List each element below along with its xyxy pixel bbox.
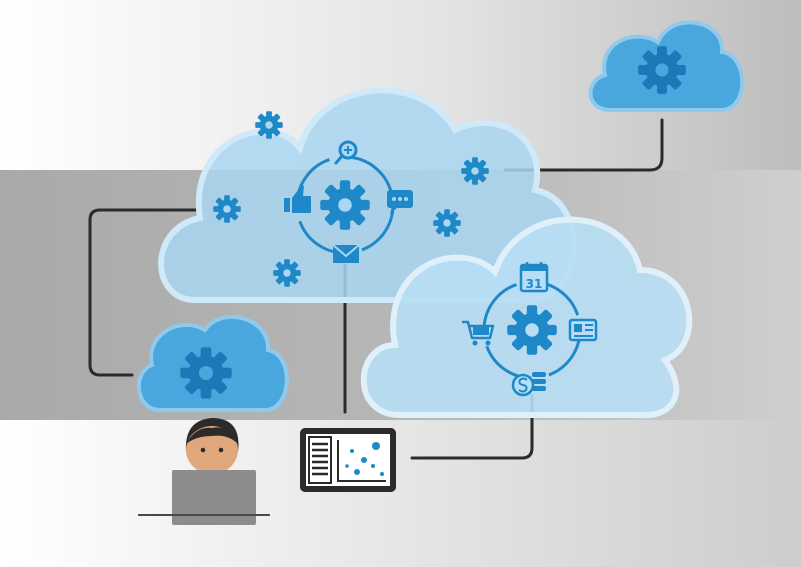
connector-bottom [410,393,534,460]
central-cloud [158,87,577,303]
services-cloud-icons: 31 [462,262,598,397]
calendar-icon: 31 [519,262,549,293]
user-face [186,426,238,474]
zoom-in-icon [334,140,358,165]
gear-icon [180,347,232,399]
calendar-day: 31 [526,277,543,291]
laptop-icon [138,470,270,525]
laptop-lid [172,470,256,525]
chat-bubble-icon [387,190,413,214]
remote-cloud [588,20,745,112]
gear-icon [273,259,301,287]
central-cloud-shape [158,87,577,303]
user-avatar-icon [185,418,239,474]
id-card-icon [568,318,598,342]
connectors [88,118,664,460]
gear-icon [433,209,461,237]
thumbs-up-icon [284,184,311,213]
central-cloud-icons [213,111,489,287]
coins-icon [511,372,546,397]
gear-icon [320,180,370,230]
gear-icon [213,195,241,223]
gear-icon [461,157,489,185]
shopping-cart-icon [462,320,495,346]
scatter-dots [345,442,384,476]
dashboard-icon [300,428,396,492]
background-bottom-band [0,420,801,567]
gear-icon [638,46,686,94]
envelope-icon [332,244,360,263]
connector-top-right [503,118,664,172]
local-cloud [136,314,289,412]
connector-left [88,208,197,377]
gear-icon [507,305,557,355]
gear-icon [255,111,283,139]
